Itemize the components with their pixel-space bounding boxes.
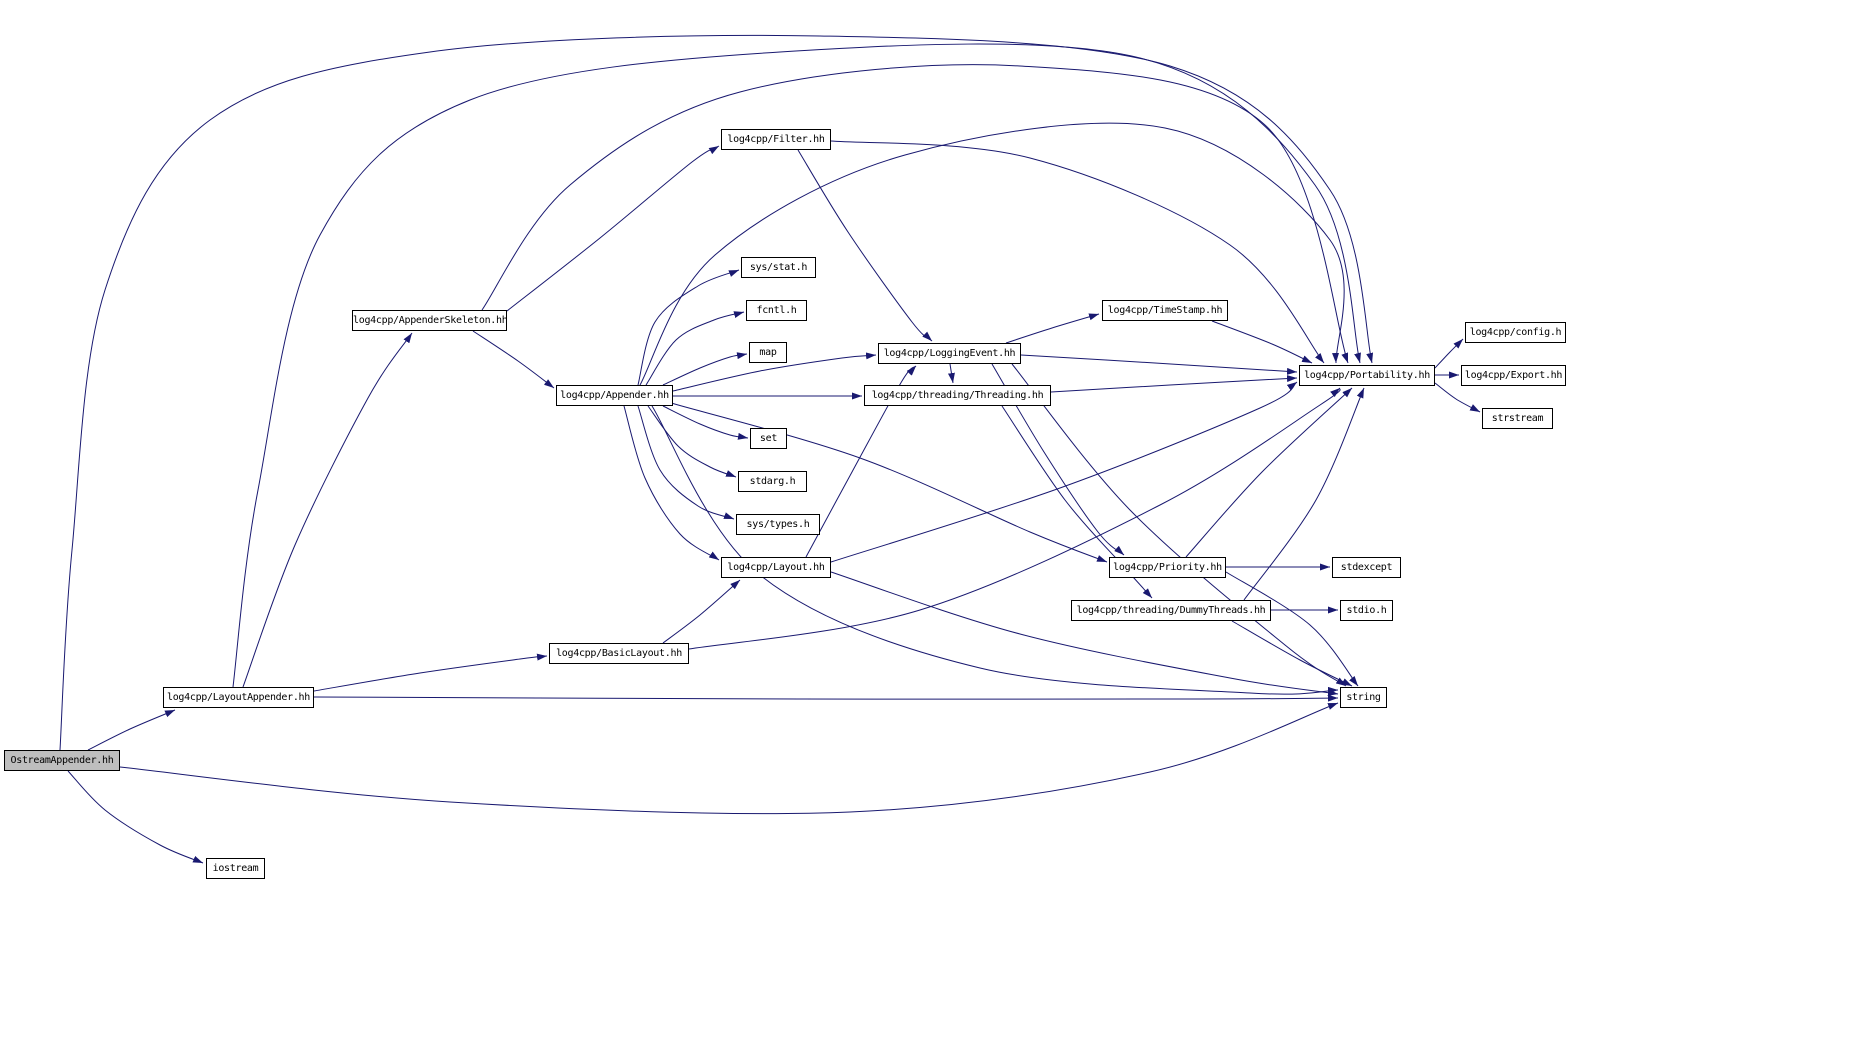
edge-loggingevent-to-portability (1020, 354, 1298, 375)
node-basiclayout[interactable]: log4cpp/BasicLayout.hh (549, 643, 689, 664)
edge-basiclayout-to-layout (662, 579, 741, 644)
edge-ostreamappender-to-iostream (67, 770, 204, 864)
edge-appenderskeleton-to-appender (472, 330, 555, 389)
node-ostreamappender[interactable]: OstreamAppender.hh (4, 750, 120, 771)
edge-filter-to-portability (830, 140, 1325, 364)
edge-appender-to-loggingevent (672, 352, 877, 392)
edge-loggingevent-to-timestamp (1005, 313, 1100, 344)
edge-layoutappender-to-basiclayout (313, 653, 548, 692)
node-priority[interactable]: log4cpp/Priority.hh (1109, 557, 1226, 578)
node-timestamp[interactable]: log4cpp/TimeStamp.hh (1102, 300, 1228, 321)
edge-appender-to-set (662, 405, 749, 440)
edge-filter-to-loggingevent (797, 149, 933, 342)
edge-appenderskeleton-to-filter (506, 145, 720, 312)
edge-appender-to-portability (639, 122, 1345, 386)
edge-appender-to-priority (670, 402, 1108, 563)
edge-ostreamappender-to-string (119, 702, 1339, 815)
edge-dummythreads-to-string (1231, 620, 1353, 687)
node-fcntl[interactable]: fcntl.h (746, 300, 807, 321)
node-stdio[interactable]: stdio.h (1340, 600, 1393, 621)
node-map[interactable]: map (749, 342, 787, 363)
node-appender[interactable]: log4cpp/Appender.hh (556, 385, 673, 406)
edge-layout-to-portability (830, 381, 1298, 563)
edge-portability-to-strstream (1434, 382, 1481, 413)
edge-basiclayout-to-portability (688, 387, 1341, 650)
edge-appender-to-sysstat (637, 269, 740, 386)
node-sysstat[interactable]: sys/stat.h (741, 257, 816, 278)
edge-layoutappender-to-string (313, 694, 1339, 702)
edge-threading-to-dummythreads (1001, 405, 1153, 599)
edge-appender-to-string (651, 405, 1339, 695)
edge-layout-to-loggingevent (805, 365, 917, 558)
node-config[interactable]: log4cpp/config.h (1465, 322, 1566, 343)
edge-priority-to-portability (1185, 387, 1353, 558)
edge-threading-to-portability (1050, 375, 1298, 393)
node-layoutappender[interactable]: log4cpp/LayoutAppender.hh (163, 687, 314, 708)
node-systypes[interactable]: sys/types.h (736, 514, 820, 535)
edge-loggingevent-to-string (1011, 363, 1347, 687)
edge-appender-to-stdarg (647, 405, 737, 478)
edge-loggingevent-to-threading (947, 363, 955, 384)
node-portability[interactable]: log4cpp/Portability.hh (1299, 365, 1435, 386)
edge-ostreamappender-to-portability (59, 34, 1374, 751)
node-stdexcept[interactable]: stdexcept (1332, 557, 1401, 578)
edge-priority-to-string (1225, 571, 1359, 687)
edge-timestamp-to-portability (1211, 320, 1313, 364)
node-iostream[interactable]: iostream (206, 858, 265, 879)
edge-appenderskeleton-to-portability (481, 64, 1349, 364)
node-stdarg[interactable]: stdarg.h (738, 471, 807, 492)
node-threading[interactable]: log4cpp/threading/Threading.hh (864, 385, 1051, 406)
edge-appender-to-fcntl (645, 311, 745, 386)
edge-appender-to-systypes (637, 405, 735, 520)
node-export[interactable]: log4cpp/Export.hh (1461, 365, 1566, 386)
node-layout[interactable]: log4cpp/Layout.hh (721, 557, 831, 578)
edge-appender-to-layout (623, 405, 720, 561)
edge-ostreamappender-to-layoutappender (87, 709, 176, 751)
node-strstream[interactable]: strstream (1482, 408, 1553, 429)
edge-layoutappender-to-appenderskeleton (242, 332, 413, 688)
edge-dummythreads-to-portability (1243, 387, 1365, 601)
edge-portability-to-config (1434, 338, 1464, 369)
node-appenderskeleton[interactable]: log4cpp/AppenderSkeleton.hh (352, 310, 508, 331)
node-filter[interactable]: log4cpp/Filter.hh (721, 129, 831, 150)
node-string[interactable]: string (1340, 687, 1387, 708)
node-loggingevent[interactable]: log4cpp/LoggingEvent.hh (878, 343, 1021, 364)
edge-appender-to-map (662, 352, 748, 386)
edge-layout-to-string (830, 571, 1339, 696)
node-set[interactable]: set (750, 428, 787, 449)
node-dummythreads[interactable]: log4cpp/threading/DummyThreads.hh (1071, 600, 1271, 621)
